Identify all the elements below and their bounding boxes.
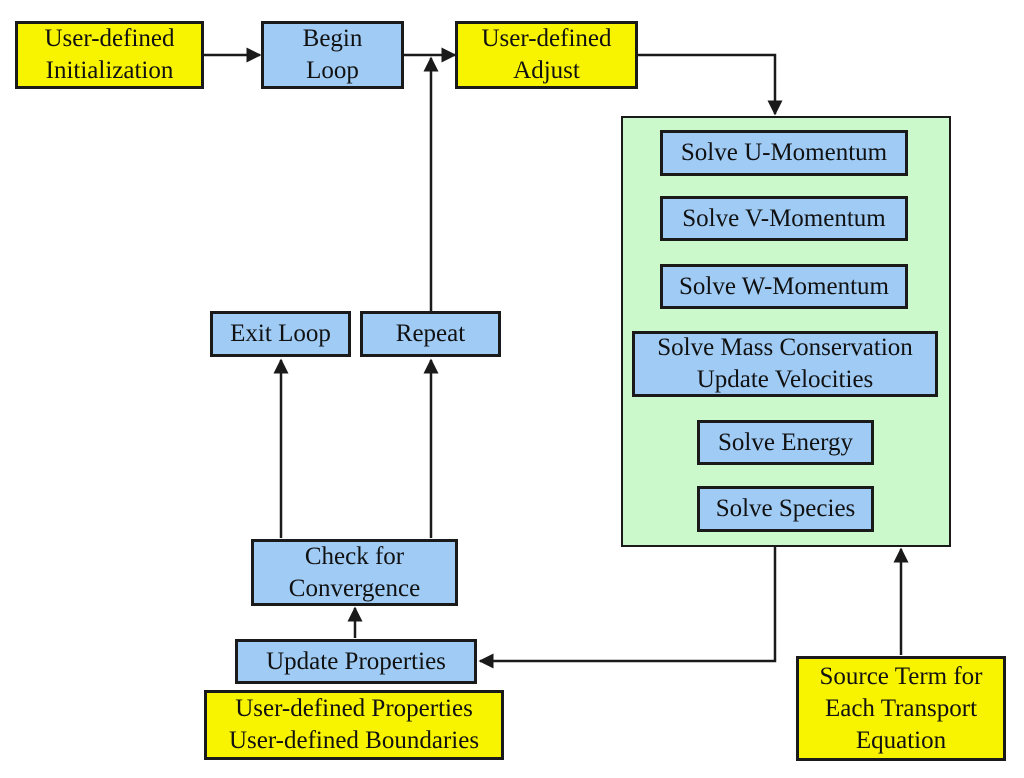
source-line-2: Each Transport	[824, 694, 978, 722]
update-properties-box: Update Properties	[235, 639, 477, 684]
init-line-1: User-defined	[44, 25, 175, 52]
adjust-line-2: Adjust	[513, 57, 580, 84]
begin-loop-box: Begin Loop	[261, 21, 404, 89]
arrow-solver-to-update	[478, 546, 777, 669]
solve-mass-conservation-box: Solve Mass Conservation Update Velocitie…	[632, 331, 938, 397]
user-props-line-2: User-defined Boundaries	[228, 727, 480, 754]
repeat-label: Repeat	[395, 320, 466, 347]
source-term-box: Source Term for Each Transport Equation	[796, 656, 1006, 761]
solve-u-momentum-box: Solve U-Momentum	[660, 130, 908, 176]
user-props-line-1: User-defined Properties	[235, 695, 473, 722]
user-defined-adjust-box: User-defined Adjust	[455, 21, 638, 89]
exit-loop-label: Exit Loop	[230, 320, 331, 347]
user-defined-initialization-box: User-defined Initialization	[15, 21, 204, 89]
solve-energy-label: Solve Energy	[718, 428, 853, 456]
source-line-3: Equation	[855, 726, 947, 754]
solve-u-label: Solve U-Momentum	[680, 139, 888, 166]
solve-species-label: Solve Species	[715, 495, 856, 522]
solve-energy-box: Solve Energy	[697, 420, 874, 465]
repeat-box: Repeat	[360, 311, 501, 357]
check-line-1: Check for	[304, 542, 405, 570]
solve-v-label: Solve V-Momentum	[682, 204, 886, 232]
check-line-2: Convergence	[288, 574, 421, 602]
solve-w-momentum-box: Solve W-Momentum	[660, 264, 908, 309]
begin-line-1: Begin	[302, 25, 363, 52]
init-line-2: Initialization	[45, 57, 174, 84]
solve-v-momentum-box: Solve V-Momentum	[660, 196, 908, 241]
check-convergence-box: Check for Convergence	[251, 539, 458, 606]
arrow-adjust-to-solver	[638, 53, 783, 116]
update-properties-label: Update Properties	[266, 647, 446, 675]
adjust-line-1: User-defined	[481, 25, 612, 52]
exit-loop-box: Exit Loop	[210, 311, 351, 357]
begin-line-2: Loop	[306, 57, 359, 84]
user-defined-properties-box: User-defined Properties User-defined Bou…	[204, 690, 504, 760]
mass-line-2: Update Velocities	[696, 366, 874, 393]
solve-species-box: Solve Species	[697, 486, 874, 532]
source-line-1: Source Term for	[819, 662, 983, 690]
mass-line-1: Solve Mass Conservation	[657, 334, 913, 361]
solve-w-label: Solve W-Momentum	[679, 272, 889, 300]
